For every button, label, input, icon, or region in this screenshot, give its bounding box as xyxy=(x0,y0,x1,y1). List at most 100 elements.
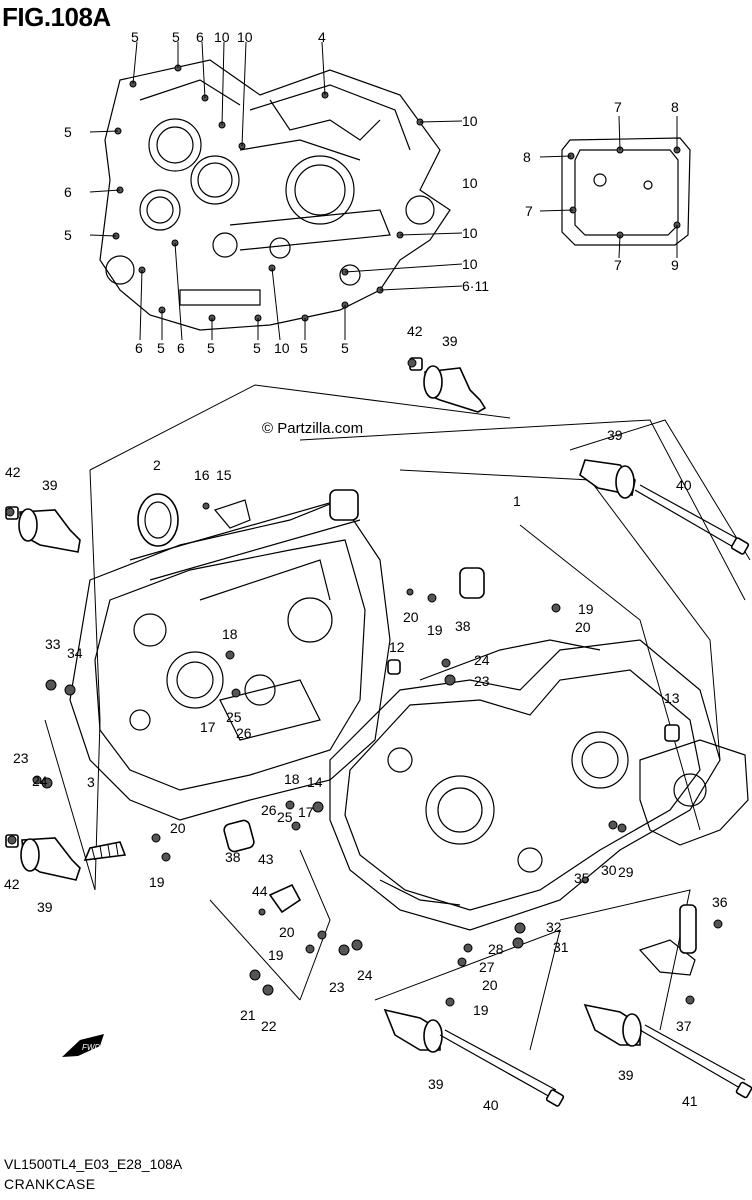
callout-5: 5 xyxy=(253,340,261,356)
callout-26: 26 xyxy=(236,725,252,741)
callout-42: 42 xyxy=(407,323,423,339)
callout-10: 10 xyxy=(462,175,478,191)
callout-29: 29 xyxy=(618,864,634,880)
callout-39: 39 xyxy=(42,477,58,493)
callout-19: 19 xyxy=(268,947,284,963)
callout-36: 36 xyxy=(712,894,728,910)
engine-mount-top xyxy=(409,357,487,413)
fwd-label: FWD xyxy=(82,1043,100,1052)
callout-17: 17 xyxy=(200,719,216,735)
callout-40: 40 xyxy=(676,477,692,493)
callout-7: 7 xyxy=(614,99,622,115)
callout-12: 12 xyxy=(389,639,405,655)
callout-16: 16 xyxy=(194,467,210,483)
callout-17: 17 xyxy=(298,804,314,820)
callout-6: 6 xyxy=(196,29,204,45)
callout-15: 15 xyxy=(216,467,232,483)
callout-14: 14 xyxy=(307,774,323,790)
callout-5: 5 xyxy=(64,124,72,140)
callout-10: 10 xyxy=(462,256,478,272)
callout-37: 37 xyxy=(676,1018,692,1034)
callout-42: 42 xyxy=(4,876,20,892)
callout-24: 24 xyxy=(357,967,373,983)
callout-30: 30 xyxy=(601,862,617,878)
callout-42: 42 xyxy=(5,464,21,480)
callout-35: 35 xyxy=(574,870,590,886)
callout-20: 20 xyxy=(482,977,498,993)
fwd-arrow-icon: FWD xyxy=(62,1034,104,1057)
callout-5: 5 xyxy=(172,29,180,45)
callout-9: 9 xyxy=(671,257,679,273)
engine-mount-right-top xyxy=(579,459,750,555)
callout-39: 39 xyxy=(37,899,53,915)
figure-title: FIG.108A xyxy=(2,2,111,32)
callout-40: 40 xyxy=(483,1097,499,1113)
callout-31: 31 xyxy=(553,939,569,955)
callout-5: 5 xyxy=(207,340,215,356)
callout-39: 39 xyxy=(428,1076,444,1092)
callout-5: 5 xyxy=(157,340,165,356)
callout-4: 4 xyxy=(318,29,326,45)
callout-33: 33 xyxy=(45,636,61,652)
engine-mount-left-bottom xyxy=(5,834,81,881)
callout-34: 34 xyxy=(67,645,83,661)
crankcase-exploded-view: FWD xyxy=(5,357,752,1107)
callout-38: 38 xyxy=(225,849,241,865)
callout-19: 19 xyxy=(149,874,165,890)
callout-43: 43 xyxy=(258,851,274,867)
callout-18: 18 xyxy=(284,771,300,787)
callout-19: 19 xyxy=(578,601,594,617)
callout-39: 39 xyxy=(442,333,458,349)
callout-10: 10 xyxy=(214,29,230,45)
callout-38: 38 xyxy=(455,618,471,634)
callout-10: 10 xyxy=(462,113,478,129)
callout-10: 10 xyxy=(462,225,478,241)
engine-mount-bottom-center xyxy=(383,1008,565,1107)
callout-44: 44 xyxy=(252,883,268,899)
callout-5: 5 xyxy=(300,340,308,356)
callout-27: 27 xyxy=(479,959,495,975)
callout-6-11: 6·11 xyxy=(462,278,489,294)
callout-19: 19 xyxy=(473,1002,489,1018)
callout-41: 41 xyxy=(682,1093,698,1109)
callout-23: 23 xyxy=(13,750,29,766)
callout-25: 25 xyxy=(277,809,293,825)
callout-39: 39 xyxy=(618,1067,634,1083)
engine-mount-bottom-right xyxy=(583,1003,752,1099)
callout-20: 20 xyxy=(170,820,186,836)
crankcase-top-view xyxy=(89,41,691,341)
callout-7: 7 xyxy=(525,203,533,219)
figure-caption: CRANKCASE xyxy=(4,1176,96,1192)
callout-10: 10 xyxy=(274,340,290,356)
callout-13: 13 xyxy=(664,690,680,706)
model-code: VL1500TL4_E03_E28_108A xyxy=(4,1156,183,1172)
callout-3: 3 xyxy=(87,774,95,790)
callout-6: 6 xyxy=(64,184,72,200)
callout-23: 23 xyxy=(474,673,490,689)
callout-21: 21 xyxy=(240,1007,256,1023)
callout-8: 8 xyxy=(671,99,679,115)
callout-8: 8 xyxy=(523,149,531,165)
callout-20: 20 xyxy=(403,609,419,625)
callout-1: 1 xyxy=(513,493,521,509)
callout-2: 2 xyxy=(153,457,161,473)
callout-24: 24 xyxy=(32,773,48,789)
callout-5: 5 xyxy=(131,29,139,45)
callout-32: 32 xyxy=(546,919,562,935)
callout-6: 6 xyxy=(135,340,143,356)
callout-7: 7 xyxy=(614,257,622,273)
engine-mount-left xyxy=(5,506,81,553)
copyright-notice: © Partzilla.com xyxy=(262,420,364,437)
callout-26: 26 xyxy=(261,802,277,818)
callout-19: 19 xyxy=(427,622,443,638)
callout-5: 5 xyxy=(341,340,349,356)
callout-20: 20 xyxy=(575,619,591,635)
callout-10: 10 xyxy=(237,29,253,45)
callout-25: 25 xyxy=(226,709,242,725)
callout-20: 20 xyxy=(279,924,295,940)
callout-22: 22 xyxy=(261,1018,277,1034)
callout-23: 23 xyxy=(329,979,345,995)
callout-6: 6 xyxy=(177,340,185,356)
